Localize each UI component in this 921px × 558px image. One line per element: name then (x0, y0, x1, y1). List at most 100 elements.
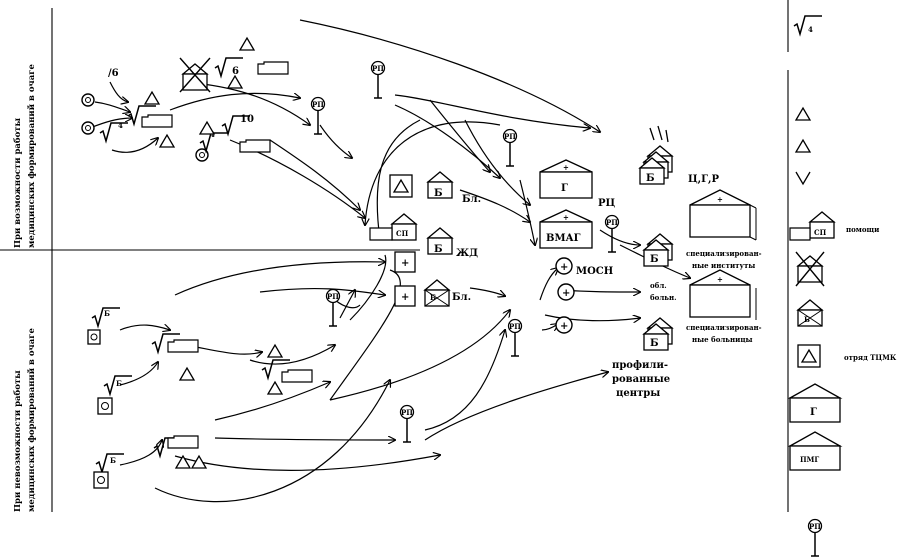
svg-text:Г: Г (810, 407, 817, 418)
side-label-bottom: При невозможности работы медицинских фор… (12, 328, 37, 512)
unit-triangle-box (389, 174, 413, 198)
ambulance-vehicle-icon (141, 114, 173, 128)
svg-text:+: + (563, 163, 569, 172)
hospital-units: Г + ВМАГ + + МОСН + + (539, 159, 613, 334)
triangle-sign-icon (267, 381, 283, 395)
side-label-bottom-line2: медицинских формирований в очаге (26, 328, 37, 512)
label-spec-inst-1: специализирован- (686, 249, 762, 258)
ambulance-vehicle-icon (257, 61, 289, 75)
label-bl-2: Бл. (452, 292, 471, 303)
side-label-top: При возможности работы медицинских форми… (12, 64, 37, 248)
mosn-marker: + (555, 257, 573, 275)
unit-b-2: Б (427, 227, 453, 255)
legend-rp-post: РП (807, 518, 823, 557)
svg-text:Г: Г (561, 183, 568, 194)
plus-circle-marker: + (557, 283, 575, 301)
label-mosn: МОСН (576, 266, 613, 277)
svg-text:Б: Б (646, 173, 655, 184)
svg-text:+: + (560, 321, 568, 332)
svg-text:РП: РП (809, 522, 821, 531)
ambulance-vehicle-icon (239, 139, 271, 153)
frame-lines (0, 0, 789, 512)
legend-sp-unit: СП (789, 211, 835, 241)
unit-b-1: Б (427, 171, 453, 199)
upper-source-cluster: /6 4 6 10 4 (81, 37, 289, 162)
triangle-sign-icon (267, 344, 283, 358)
label-spec-hosp-2: ные больницы (692, 335, 753, 344)
svg-text:Б: Б (434, 244, 443, 255)
lower-source-cluster: Б Б Б (87, 307, 313, 489)
source-group-3: Б (93, 453, 125, 489)
large-building-1: + (689, 189, 757, 241)
svg-text:+: + (717, 275, 723, 284)
label-spec-inst-2: ные институты (692, 261, 755, 270)
label-obl-1: обл. (650, 281, 667, 290)
ambulance-vehicle-icon (167, 339, 199, 353)
ambulance-vehicle-icon (167, 435, 199, 449)
rc-label: РП (606, 218, 618, 227)
svg-text:Б: Б (804, 315, 810, 324)
triangle-sign-icon (175, 455, 191, 469)
legend-radical: 4 (793, 15, 823, 35)
legend-g-unit: Г (787, 383, 843, 423)
svg-text:4: 4 (808, 25, 813, 34)
legend-pmg-unit: ПМГ (787, 431, 843, 471)
svg-text:Б: Б (650, 254, 659, 265)
legend-crossed-unit (795, 251, 825, 287)
label-cgr: Ц,Г,Р (688, 174, 720, 185)
svg-text:+: + (560, 262, 568, 273)
svg-text:+: + (401, 292, 409, 303)
label-zhd: ЖД (456, 248, 478, 259)
rc-posts: РП РЦ РП (507, 198, 620, 357)
label-n4: 4 (118, 121, 123, 130)
rp-label: РП (327, 292, 339, 301)
rp-label: РП (372, 64, 384, 73)
triangle-sign-icon (179, 367, 195, 381)
rp-label: РП (401, 408, 413, 417)
triangle-sign-icon (159, 134, 175, 148)
unit-plus-box-1: + (394, 251, 416, 273)
legend-triangle-icon (795, 107, 811, 121)
legend-b-unit: Б (797, 299, 823, 327)
unit-sp: СП (369, 213, 417, 241)
label-bl-1: Бл. (462, 194, 481, 205)
legend-triangle-icon (795, 139, 811, 153)
unit-vmag: ВМАГ + (539, 209, 593, 249)
label-prof-3: центры (616, 388, 660, 399)
svg-text:Б: Б (650, 338, 659, 349)
rp-label: РП (312, 100, 324, 109)
source-group-2: Б (97, 375, 133, 415)
svg-text:ПМГ: ПМГ (800, 455, 819, 464)
unit-g: Г + (539, 159, 593, 199)
large-building-2: + (689, 269, 757, 320)
svg-text:+: + (563, 213, 569, 222)
svg-text:СП: СП (396, 229, 409, 238)
triangle-sign-icon (144, 91, 160, 105)
rp-label: РП (504, 132, 516, 141)
side-label-top-line2: медицинских формирований в очаге (26, 64, 37, 248)
unit-plus-box-2: + (394, 285, 416, 307)
label-obl-2: больн. (650, 293, 677, 302)
flow-arrows (89, 19, 690, 503)
legend: 4 СП помощи Б отряд ТЦМК Г (787, 15, 897, 557)
svg-text:+: + (562, 288, 570, 299)
center-units: Б Бл. СП Б ЖД + + Б Бл. (369, 171, 481, 307)
label-prof-1: профили- (612, 360, 668, 371)
legend-triangle-box (797, 344, 821, 368)
svg-text:+: + (401, 258, 409, 269)
legend-pomosch: помощи (846, 225, 879, 234)
legend-otryad: отряд ТЦМК (844, 353, 897, 362)
unit-b-spec-hosp: Б (643, 317, 673, 351)
rp-posts: РП РП РП РП РП (310, 60, 518, 443)
svg-text:Б: Б (434, 188, 443, 199)
source-group-1: Б (87, 307, 121, 345)
label-spec-hosp-1: специализирован- (686, 323, 762, 332)
label-n6: 6 (232, 66, 239, 77)
unit-b-hatched: Б (424, 279, 450, 307)
rc-caption: РЦ (598, 198, 616, 209)
crossed-unit-icon (179, 57, 211, 93)
destinations: Б Ц,Г,Р + Б специализирован- ные институ… (612, 125, 762, 399)
svg-text:ВМАГ: ВМАГ (546, 233, 581, 244)
label-prof-2: рованные (612, 374, 670, 385)
